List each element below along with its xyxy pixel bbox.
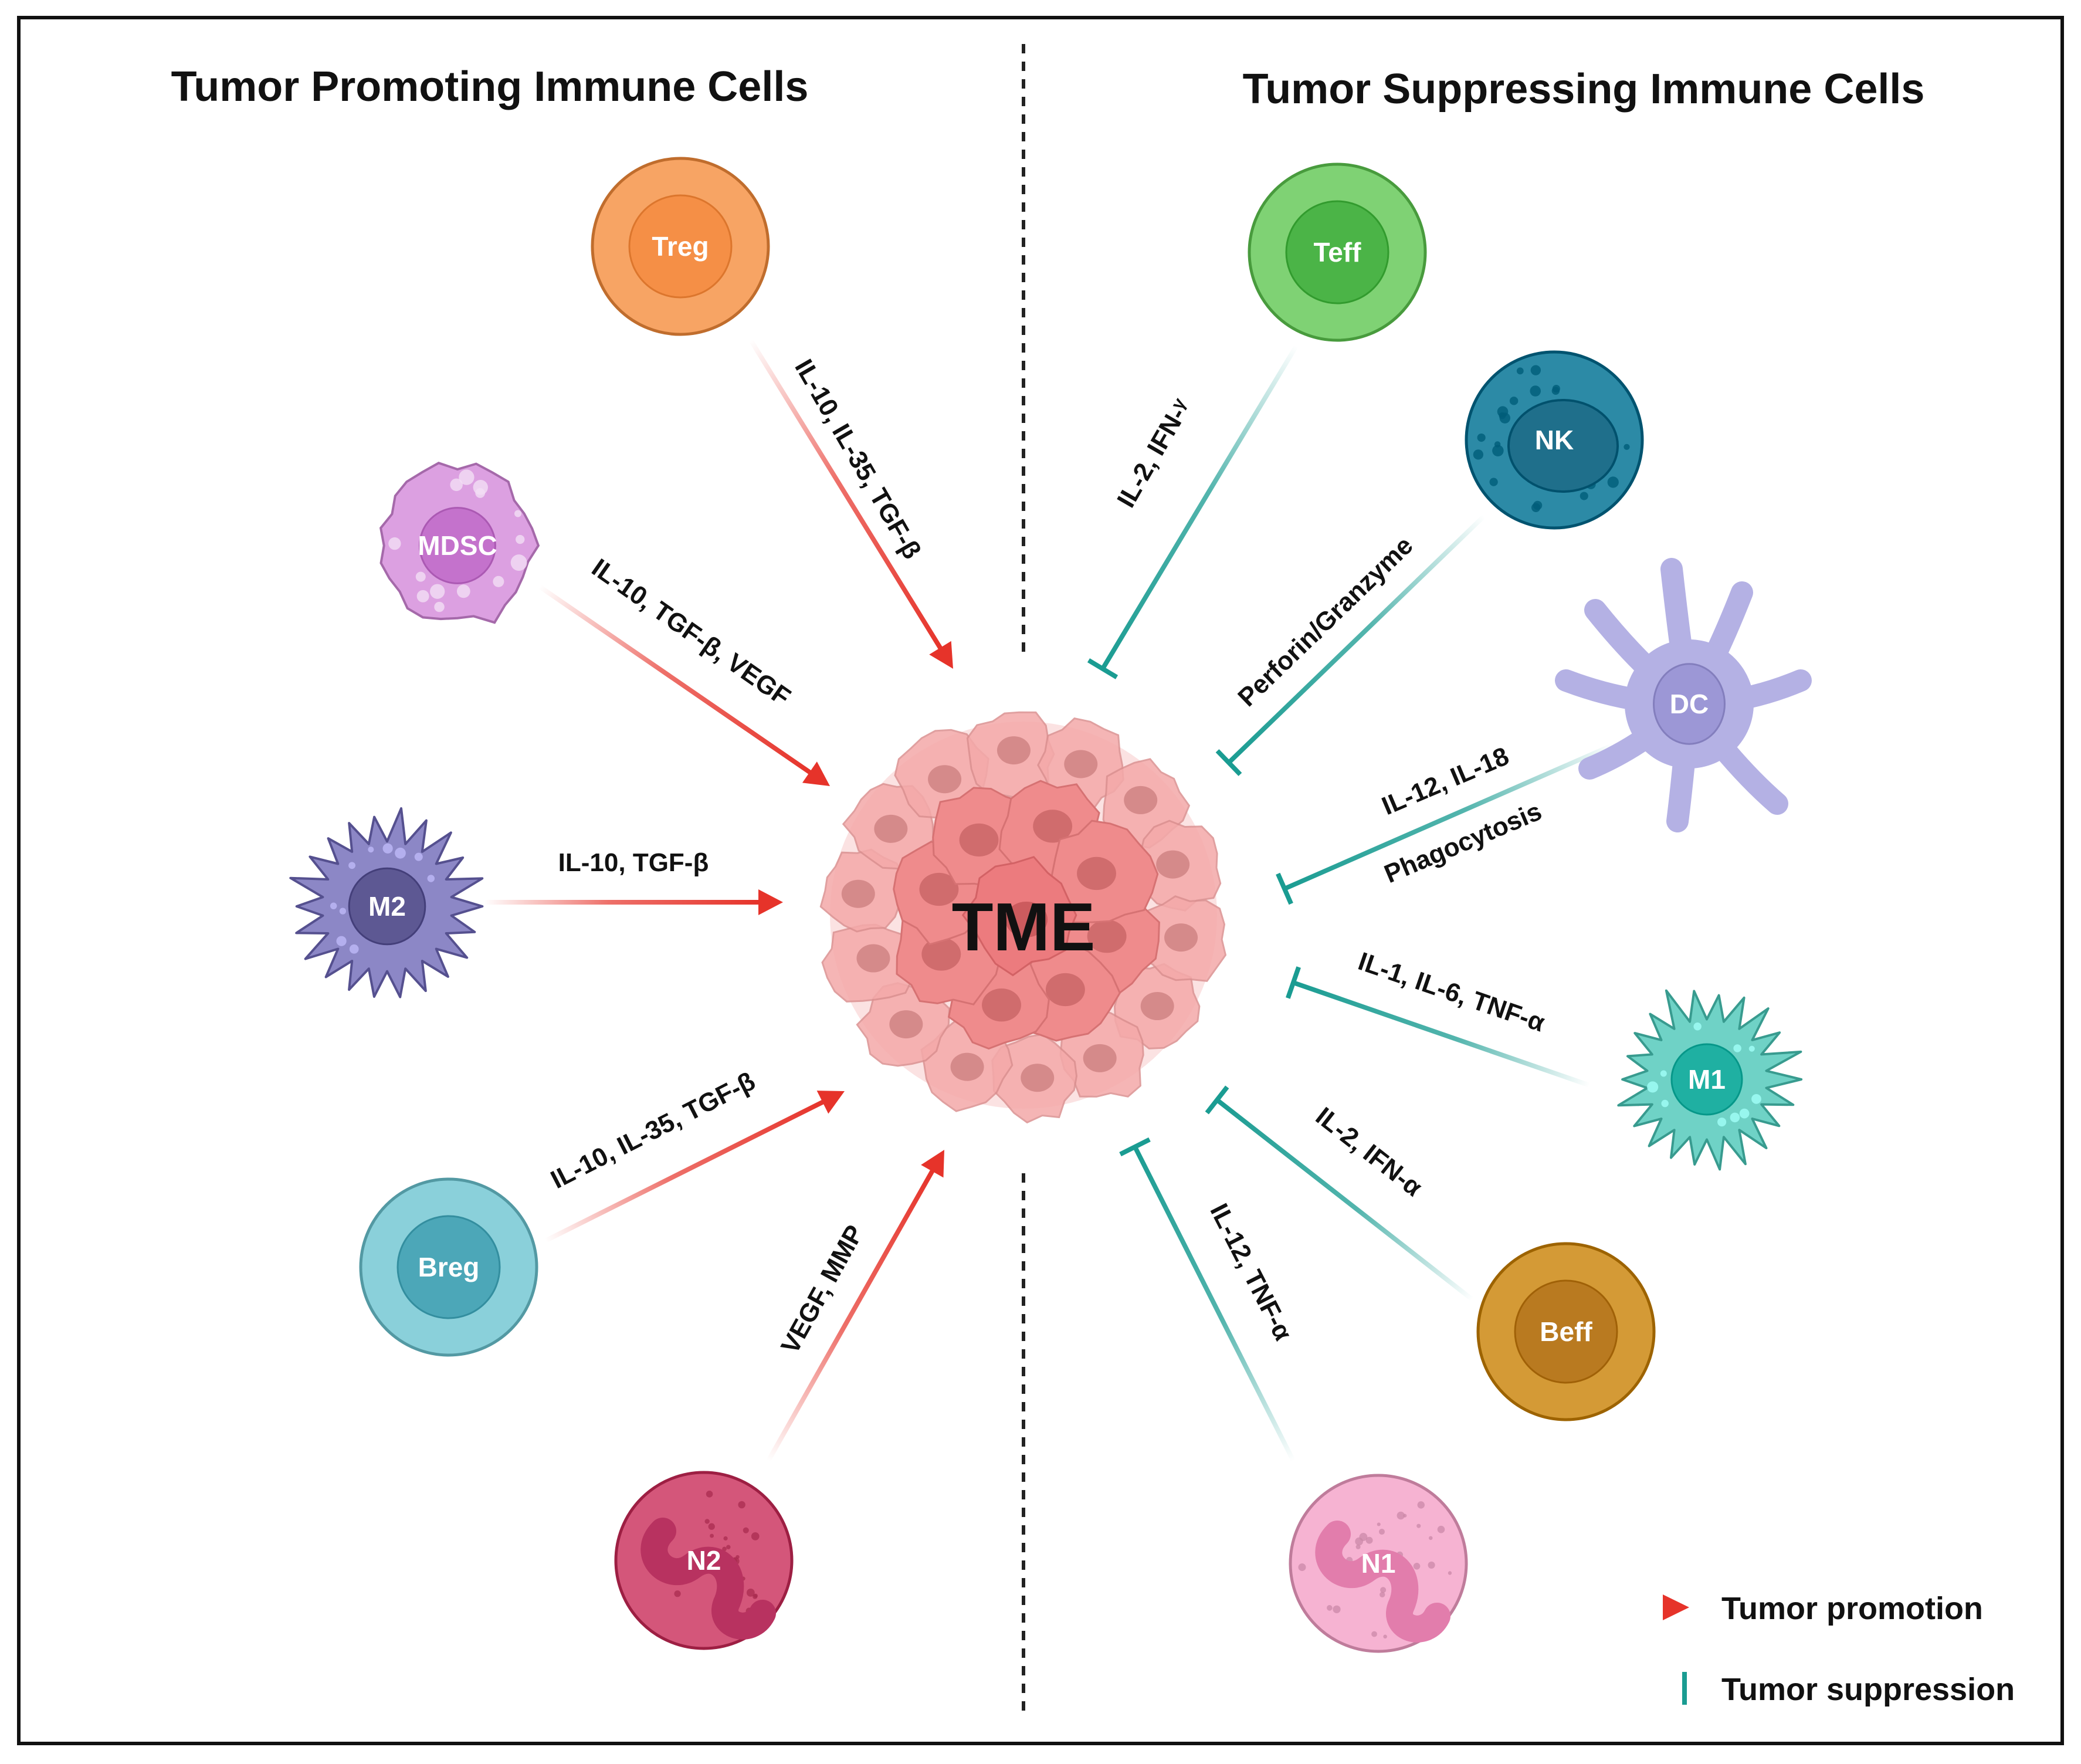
cell-mdsc: MDSC [379, 462, 540, 624]
cell-label-m2: M2 [368, 891, 406, 922]
suppression-line [1292, 980, 1591, 1088]
cell-nk: NK [1465, 350, 1644, 530]
cell-label-n1: N1 [1361, 1548, 1396, 1579]
suppression-line [1215, 1098, 1474, 1302]
suppression-bar [1215, 749, 1242, 776]
cell-label-m1: M1 [1688, 1064, 1726, 1095]
cell-m1: M1 [1617, 989, 1803, 1171]
legend-promotion-label: Tumor promotion [1721, 1591, 1983, 1626]
heading-suppressing: Tumor Suppressing Immune Cells [1243, 66, 1925, 113]
legend: Tumor promotion Tumor suppression [1548, 1591, 2015, 1707]
promotion-arrowhead [929, 641, 954, 669]
cell-dc: DC [1555, 558, 1812, 832]
cell-label-beff: Beff [1540, 1316, 1592, 1347]
cell-label-n2: N2 [687, 1545, 721, 1576]
suppression-line [1283, 743, 1614, 891]
promotion-arrow-line [538, 584, 813, 776]
legend-promotion-arrowhead [1663, 1594, 1689, 1620]
cell-m2: M2 [289, 807, 484, 998]
suppression-line [1133, 1146, 1296, 1462]
cell-label-breg: Breg [418, 1252, 480, 1282]
cell-label-mdsc: MDSC [418, 530, 497, 561]
tme-tumor-cluster [819, 711, 1227, 1124]
promotion-arrowhead [758, 889, 783, 915]
suppression-bar [1087, 658, 1119, 679]
cell-label-teff: Teff [1314, 237, 1362, 268]
cell-label-treg: Treg [652, 231, 709, 262]
promotion-arrow-line [544, 1099, 826, 1243]
cell-beff: Beff [1476, 1242, 1656, 1421]
promotion-arrow-line [484, 900, 761, 905]
suppression-bar [1119, 1137, 1151, 1157]
cell-label-nk: NK [1535, 425, 1574, 455]
legend-suppression-label: Tumor suppression [1721, 1672, 2015, 1707]
heading-promoting: Tumor Promoting Immune Cells [171, 63, 809, 110]
cell-n1: N1 [1289, 1474, 1468, 1653]
cell-n2: N2 [614, 1471, 794, 1650]
cell-label-dc: DC [1670, 689, 1709, 719]
suppression-bar [1276, 872, 1293, 905]
suppression-line [1227, 514, 1486, 764]
tme-label: TME [952, 889, 1096, 965]
cell-teff: Teff [1248, 162, 1427, 342]
cell-treg: Treg [591, 157, 770, 336]
edge-m2: IL-10, TGF-β [484, 848, 783, 915]
promotion-arrowhead [921, 1149, 945, 1178]
suppression-line [1100, 344, 1299, 671]
suppression-bar [1205, 1085, 1229, 1115]
promotion-arrowhead [802, 761, 831, 787]
promotion-arrow-line [748, 338, 944, 651]
suppression-bar [1286, 966, 1301, 999]
promotion-arrowhead [816, 1091, 845, 1114]
cell-breg: Breg [359, 1177, 538, 1357]
signal-label-m2: IL-10, TGF-β [558, 848, 709, 877]
promotion-arrow-line [766, 1168, 936, 1462]
